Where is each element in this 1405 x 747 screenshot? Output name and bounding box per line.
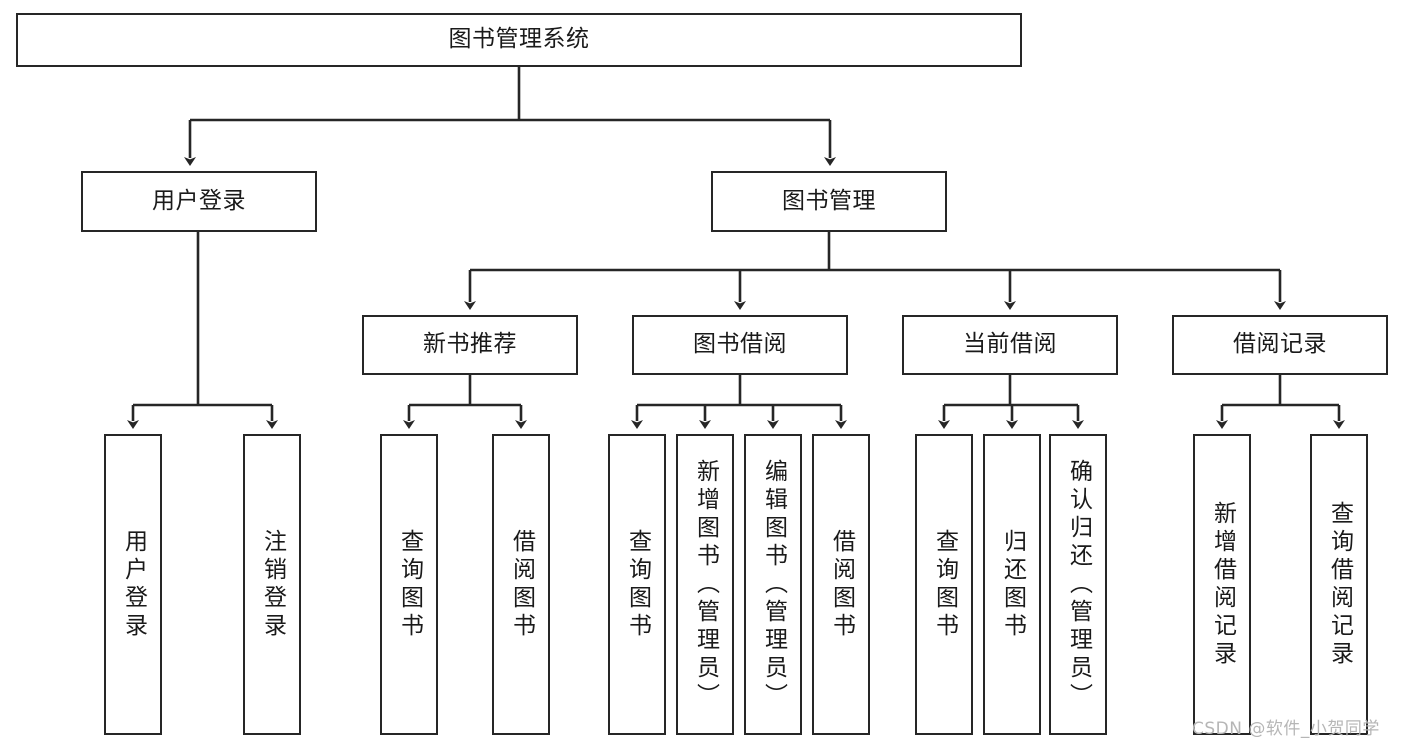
node-book-borrow-label: 图书借阅: [693, 331, 787, 358]
node-leaf-query-record-label: 查询借阅记录: [1326, 500, 1353, 669]
node-leaf-return-book-label: 归还图书: [999, 528, 1026, 641]
node-root-label: 图书管理系统: [448, 26, 590, 53]
node-leaf-return-book[interactable]: 归还图书: [983, 434, 1041, 735]
node-leaf-borrow-book-1-label: 借阅图书: [508, 528, 535, 641]
node-leaf-add-book[interactable]: 新增图书（管理员）: [676, 434, 734, 735]
node-leaf-edit-book-label: 编辑图书（管理员）: [760, 458, 787, 711]
node-leaf-user-login-label: 用户登录: [120, 528, 147, 641]
node-root[interactable]: 图书管理系统: [16, 13, 1022, 67]
node-leaf-query-record[interactable]: 查询借阅记录: [1310, 434, 1368, 735]
node-leaf-borrow-book-1[interactable]: 借阅图书: [492, 434, 550, 735]
csdn-watermark: CSDN @软件_小贺同学: [1192, 719, 1380, 739]
node-leaf-borrow-book-2-label: 借阅图书: [828, 528, 855, 641]
node-book-borrow[interactable]: 图书借阅: [632, 315, 848, 375]
node-leaf-add-record[interactable]: 新增借阅记录: [1193, 434, 1251, 735]
node-user-login[interactable]: 用户登录: [81, 171, 317, 232]
node-borrow-record[interactable]: 借阅记录: [1172, 315, 1388, 375]
node-leaf-logout-login[interactable]: 注销登录: [243, 434, 301, 735]
node-leaf-edit-book[interactable]: 编辑图书（管理员）: [744, 434, 802, 735]
node-leaf-confirm-return[interactable]: 确认归还（管理员）: [1049, 434, 1107, 735]
node-book-manage[interactable]: 图书管理: [711, 171, 947, 232]
node-leaf-confirm-return-label: 确认归还（管理员）: [1065, 458, 1092, 711]
node-leaf-query-book-1[interactable]: 查询图书: [380, 434, 438, 735]
node-leaf-user-login[interactable]: 用户登录: [104, 434, 162, 735]
node-current-borrow[interactable]: 当前借阅: [902, 315, 1118, 375]
node-leaf-logout-login-label: 注销登录: [259, 528, 286, 641]
node-leaf-add-record-label: 新增借阅记录: [1209, 500, 1236, 669]
node-leaf-query-book-2-label: 查询图书: [624, 528, 651, 641]
node-leaf-borrow-book-2[interactable]: 借阅图书: [812, 434, 870, 735]
node-new-book-recommend[interactable]: 新书推荐: [362, 315, 578, 375]
node-leaf-query-book-1-label: 查询图书: [396, 528, 423, 641]
node-user-login-label: 用户登录: [152, 187, 246, 214]
node-leaf-query-book-3-label: 查询图书: [931, 528, 958, 641]
node-leaf-add-book-label: 新增图书（管理员）: [692, 458, 719, 711]
node-borrow-record-label: 借阅记录: [1233, 331, 1327, 358]
node-leaf-query-book-2[interactable]: 查询图书: [608, 434, 666, 735]
node-book-manage-label: 图书管理: [782, 187, 876, 214]
node-current-borrow-label: 当前借阅: [963, 331, 1057, 358]
node-leaf-query-book-3[interactable]: 查询图书: [915, 434, 973, 735]
node-new-book-recommend-label: 新书推荐: [423, 331, 517, 358]
